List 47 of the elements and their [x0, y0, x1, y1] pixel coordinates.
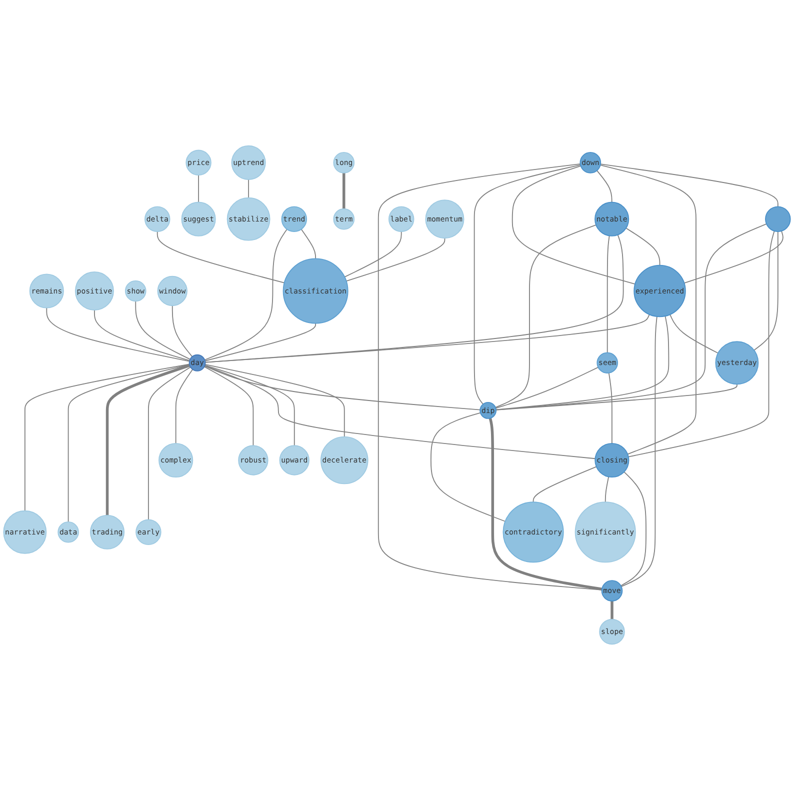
connector-line — [608, 372, 612, 444]
connector-line — [204, 366, 481, 410]
connector-line — [106, 364, 190, 516]
connector-line — [204, 366, 254, 446]
connector-line — [198, 174, 199, 203]
connector-line — [204, 228, 288, 360]
connector-line — [148, 366, 191, 520]
connector-line — [175, 368, 194, 444]
connector-line — [495, 224, 596, 408]
connector-line — [532, 466, 597, 503]
connector-line — [204, 364, 295, 446]
connector-line — [600, 164, 778, 208]
connector-line — [300, 228, 316, 260]
connector-line — [204, 364, 345, 438]
connector-line — [344, 231, 402, 278]
connector-line — [628, 230, 775, 458]
connector-line — [156, 231, 285, 284]
connector-line — [342, 172, 346, 209]
connector-line — [430, 412, 506, 522]
connector-line — [496, 384, 738, 410]
connector-line — [600, 164, 696, 455]
connector-line — [204, 322, 316, 362]
connector-line — [495, 366, 599, 409]
connector-line — [496, 316, 670, 410]
connector-line — [204, 234, 624, 363]
connector-line — [596, 170, 612, 203]
connector-line — [606, 235, 610, 354]
connector-line — [610, 600, 614, 620]
connector-line — [754, 231, 778, 351]
connector-line — [684, 230, 784, 284]
connector-line — [135, 300, 191, 360]
connector-line — [620, 316, 658, 588]
connector-line — [512, 165, 636, 284]
blank-node — [765, 206, 791, 232]
connector-line — [474, 164, 581, 405]
connector-line — [620, 471, 646, 586]
connector-line — [172, 305, 193, 358]
connector-line — [604, 476, 610, 503]
connector-line — [46, 307, 190, 362]
connector-line — [24, 364, 190, 512]
connector-line — [626, 228, 660, 266]
connector-line — [346, 238, 446, 282]
connector-line — [488, 418, 602, 590]
connector-line — [248, 179, 249, 198]
connector-line — [670, 314, 718, 354]
connector-line — [204, 365, 596, 460]
connector-line — [94, 310, 190, 362]
